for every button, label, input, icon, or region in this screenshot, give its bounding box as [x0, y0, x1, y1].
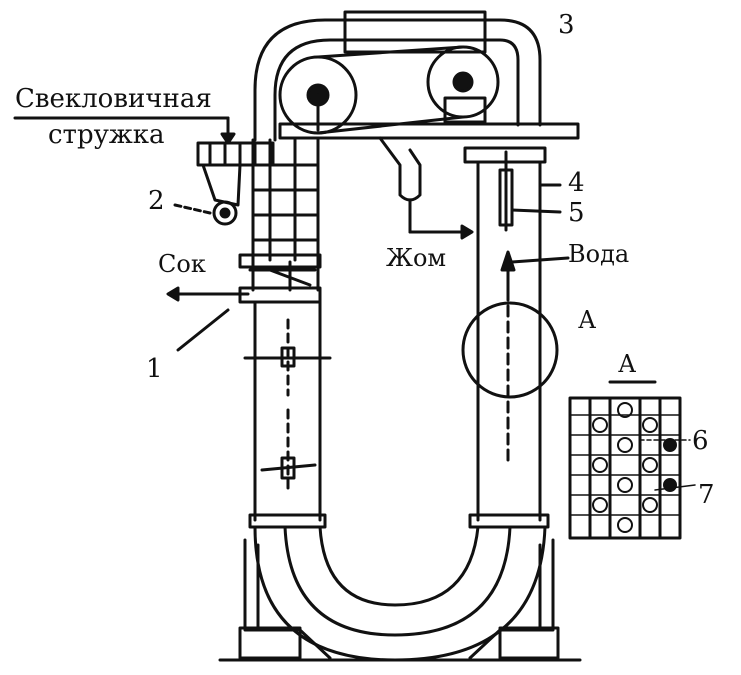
top-duct [253, 10, 542, 142]
beet-chips-label-line1: Свекловичная [15, 84, 212, 114]
support-left [238, 538, 332, 660]
label-3: 3 [558, 10, 575, 40]
pulp-label: Жом [386, 244, 447, 272]
detail-a-title: А [618, 350, 637, 378]
label-7: 7 [698, 480, 715, 510]
juice-outlet [166, 286, 250, 302]
leader-water [510, 256, 570, 264]
section-circle-a [461, 301, 559, 399]
leader-2 [173, 203, 212, 215]
leader-5 [510, 208, 562, 214]
label-1: 1 [146, 354, 163, 384]
feed-drive [201, 163, 242, 226]
detail-a [568, 380, 696, 540]
feed-screw [13, 116, 275, 167]
drive-pulley-right [426, 45, 500, 124]
leader-1 [176, 308, 230, 352]
label-6: 6 [692, 426, 709, 456]
support-right [468, 538, 560, 660]
label-4: 4 [568, 168, 585, 198]
drive-belt [316, 45, 465, 59]
pulp-discharge [378, 136, 474, 240]
top-platform [278, 122, 580, 140]
juice-label: Сок [158, 250, 206, 278]
water-label: Вода [568, 240, 630, 268]
left-column [238, 138, 332, 529]
right-column [463, 146, 550, 529]
label-2: 2 [148, 186, 165, 216]
label-5: 5 [568, 198, 585, 228]
beet-chips-label-line2: стружка [48, 120, 165, 150]
drive-pulley-left [278, 55, 358, 135]
section-a-label: А [578, 306, 597, 334]
